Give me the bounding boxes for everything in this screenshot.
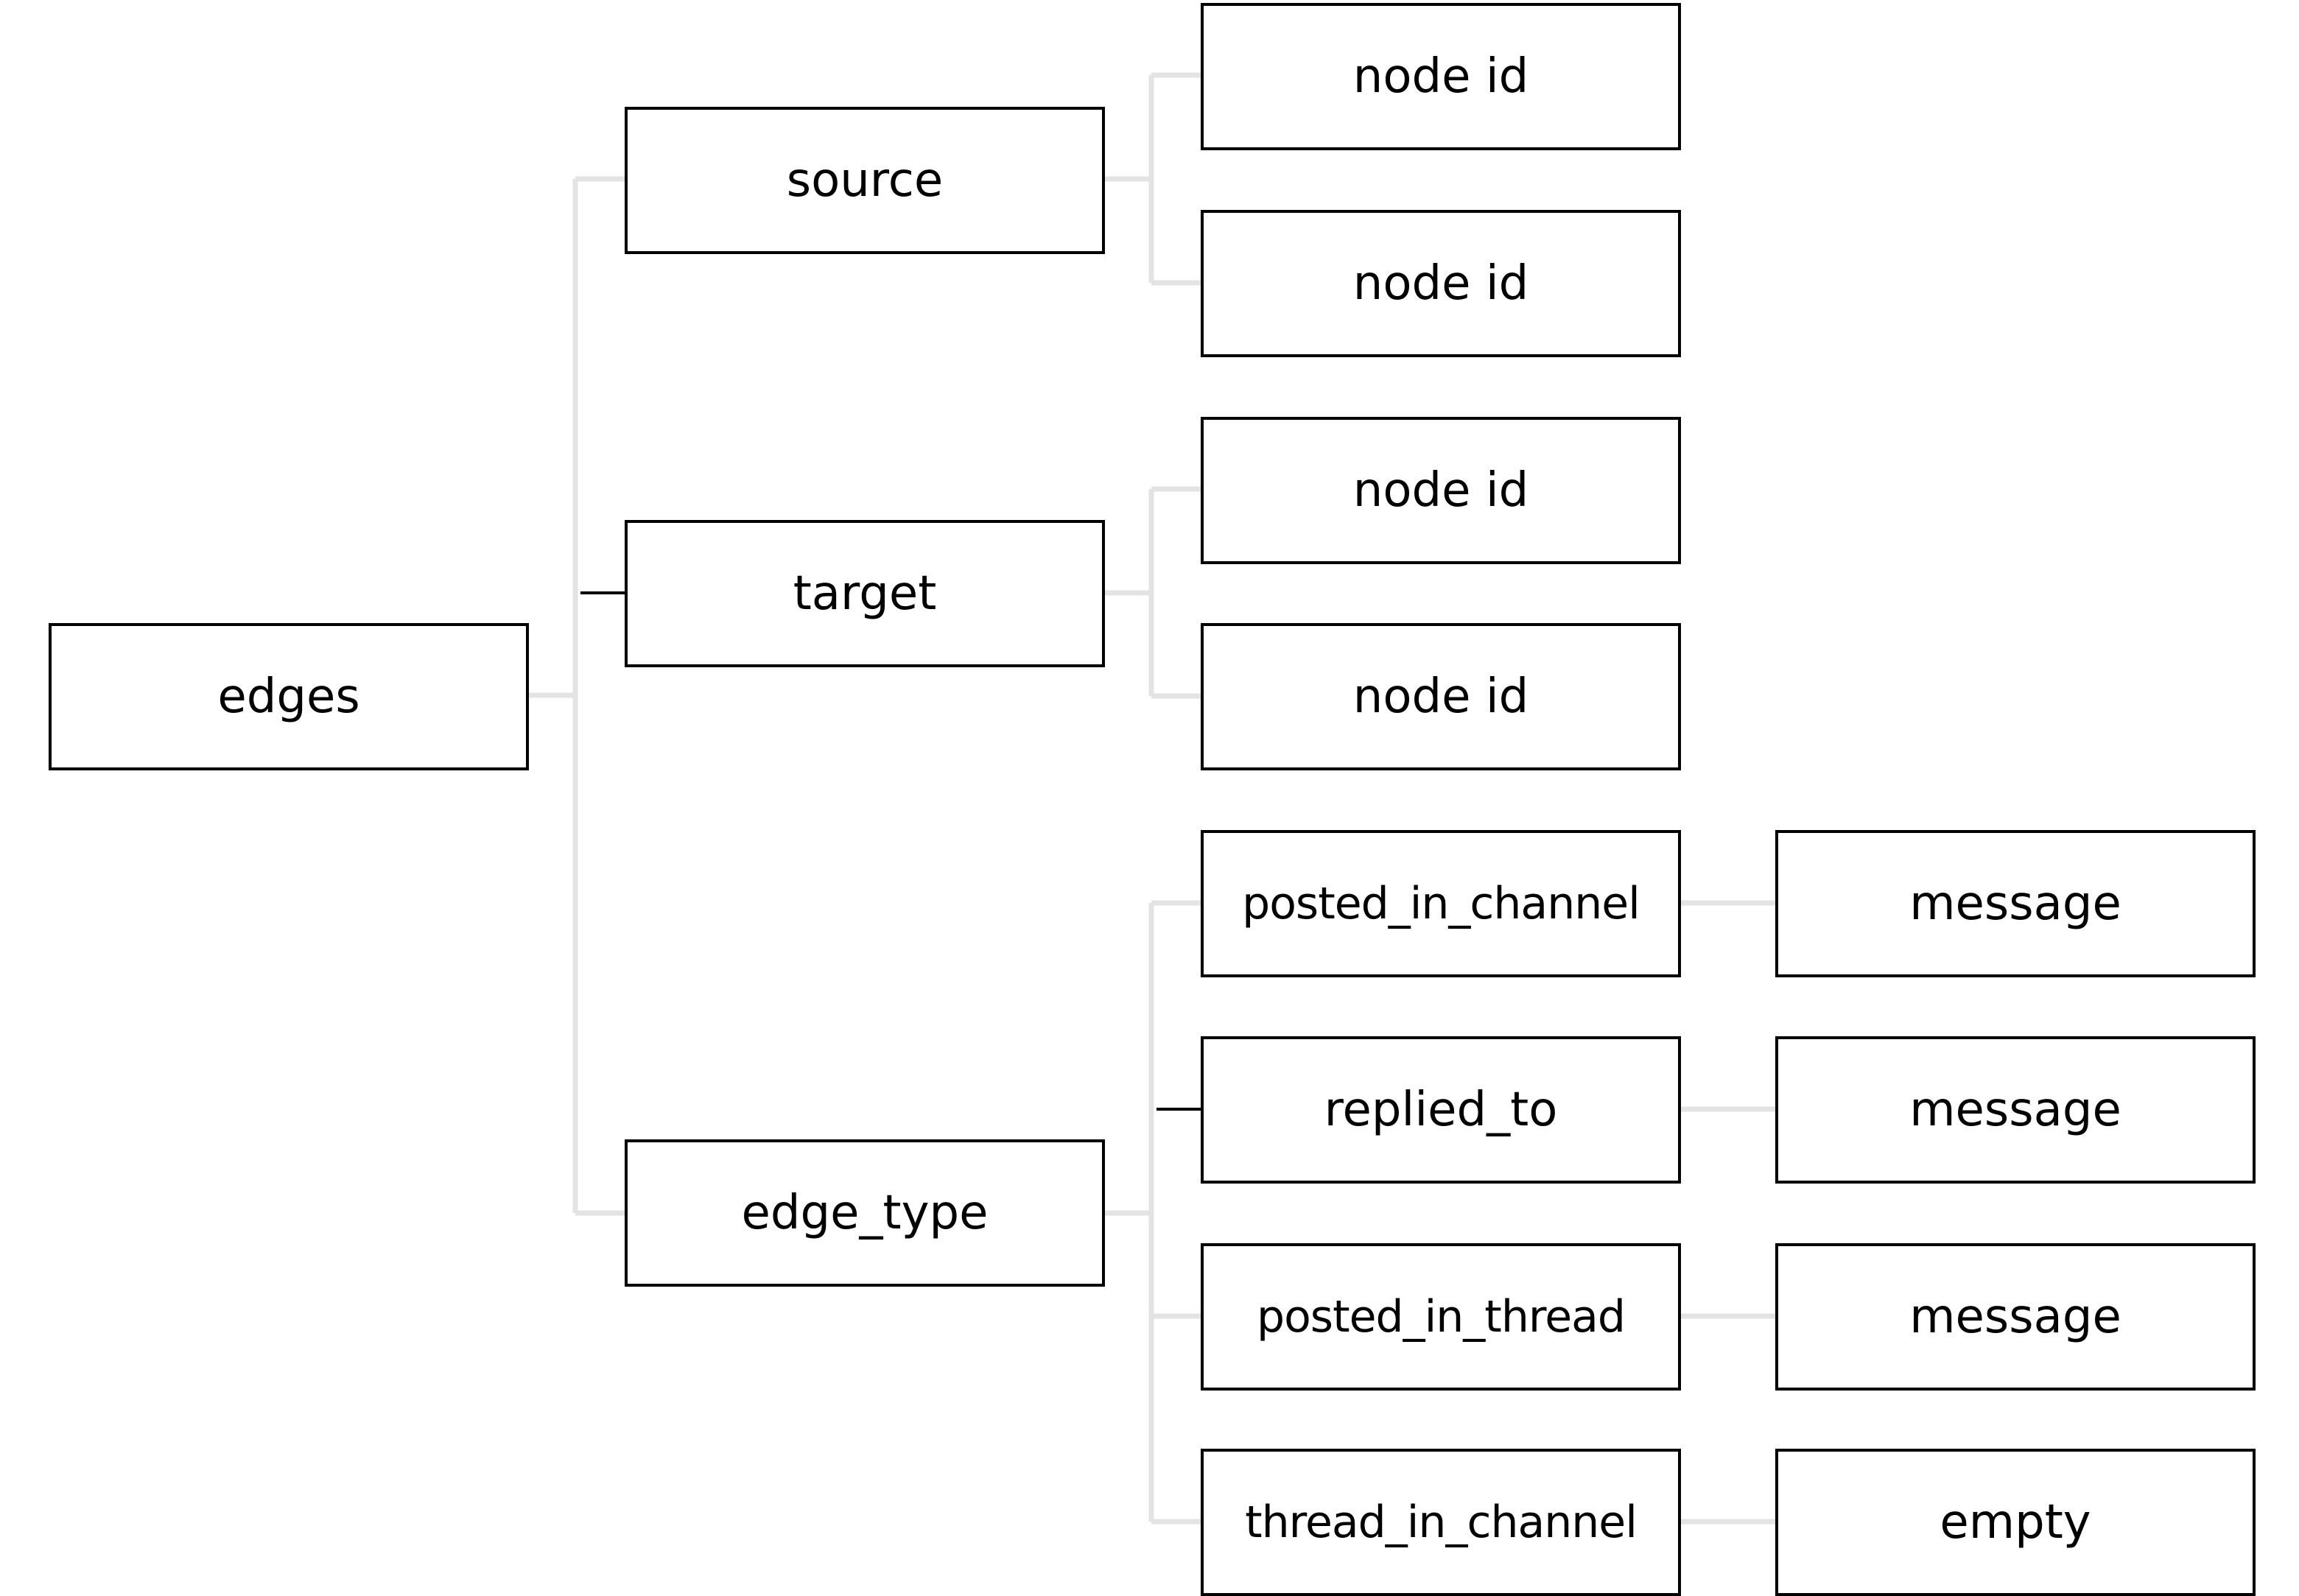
- node-message-1: message: [1775, 830, 2256, 977]
- connector-source-children: [1105, 72, 1201, 286]
- connector-edge-type-children: [1105, 900, 1201, 1525]
- node-edge-type: edge_type: [625, 1139, 1105, 1287]
- node-target-node-id-1: node id: [1201, 417, 1681, 564]
- node-thread-in-channel: thread_in_channel: [1201, 1449, 1681, 1596]
- node-source: source: [625, 107, 1105, 254]
- node-posted-in-thread: posted_in_thread: [1201, 1243, 1681, 1391]
- node-source-node-id-1: node id: [1201, 3, 1681, 150]
- connector-target-children: [1105, 486, 1201, 699]
- node-replied-to: replied_to: [1201, 1036, 1681, 1184]
- node-edges: edges: [49, 623, 529, 770]
- node-posted-in-channel: posted_in_channel: [1201, 830, 1681, 977]
- connector-edges-children: [529, 176, 625, 1216]
- node-source-node-id-2: node id: [1201, 210, 1681, 357]
- node-message-3: message: [1775, 1243, 2256, 1391]
- node-target-node-id-2: node id: [1201, 623, 1681, 770]
- node-empty: empty: [1775, 1449, 2256, 1596]
- node-target: target: [625, 520, 1105, 667]
- node-message-2: message: [1775, 1036, 2256, 1184]
